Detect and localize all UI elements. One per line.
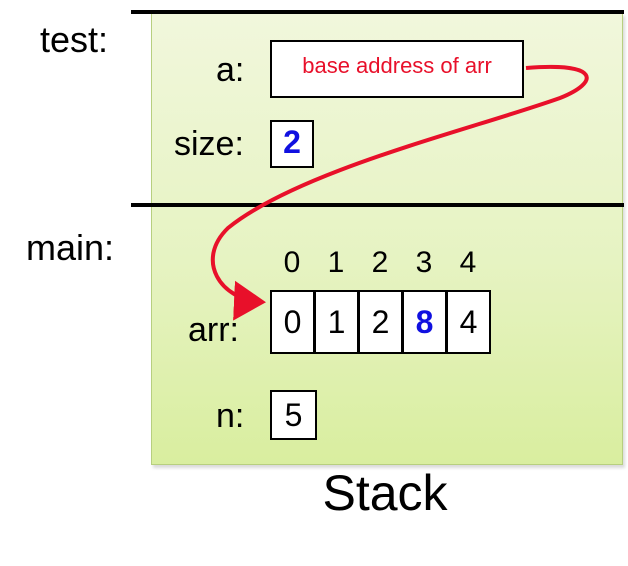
array-index: 4 [459,246,477,279]
stack-label: Stack [322,465,448,521]
var-label-a: a: [216,51,245,89]
frame-divider [131,203,624,207]
frame-label-main: main: [26,227,115,268]
var-label-size: size: [174,125,244,163]
var-label-arr: arr: [188,311,239,349]
array-cell: 2 [358,290,403,354]
value-box-n: 5 [270,390,317,440]
pointer-box-a: base address of arr [270,40,524,98]
var-label-n: n: [216,397,245,435]
value-n: 5 [284,397,303,433]
value-box-size: 2 [270,120,314,168]
frame-label-test: test: [40,19,109,60]
array-index: 3 [415,246,433,279]
array-index: 0 [283,246,301,279]
array-cell: 1 [314,290,359,354]
array-index: 2 [371,246,389,279]
pointer-value-a: base address of arr [302,53,492,78]
value-size: 2 [283,124,301,160]
array-index: 1 [327,246,345,279]
array-cell: 4 [446,290,491,354]
stack-top-divider [131,10,624,14]
